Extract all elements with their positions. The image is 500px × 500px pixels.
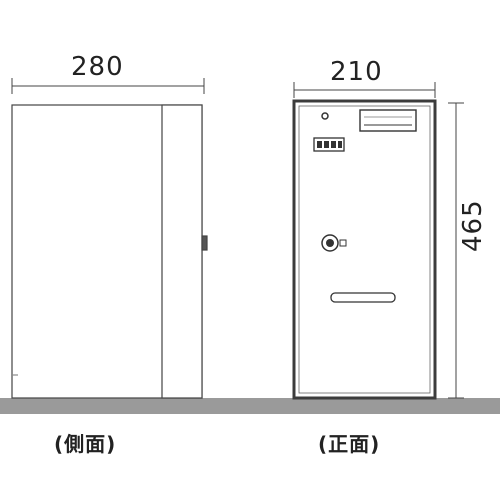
height-dimension-line — [448, 102, 464, 399]
front-width-dimension-line — [293, 82, 436, 98]
front-view — [292, 99, 437, 400]
side-view-caption: (側面) — [54, 432, 117, 456]
side-hinge — [201, 235, 208, 251]
side-width-label: 280 — [71, 52, 124, 82]
pull-handle — [330, 292, 396, 303]
side-width-dimension-line — [11, 78, 205, 94]
side-view — [11, 104, 208, 399]
side-door-panel — [161, 104, 203, 399]
front-door — [298, 105, 431, 394]
front-view-caption: (正面) — [318, 432, 381, 456]
front-screw — [321, 112, 329, 120]
ground-floor — [0, 398, 500, 414]
mail-slot — [359, 109, 417, 132]
front-width-label: 210 — [330, 57, 383, 87]
